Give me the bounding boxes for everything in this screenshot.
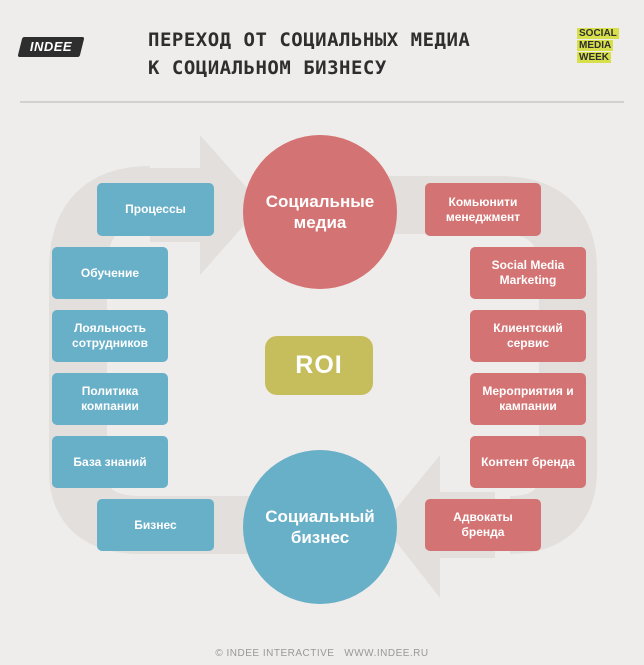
- left-item-business: Бизнес: [97, 499, 214, 551]
- left-item-label: Процессы: [125, 202, 186, 216]
- social-media-week-badge: SOCIAL MEDIA WEEK: [577, 28, 619, 64]
- social-business-label: Социальный бизнес: [265, 507, 375, 547]
- left-item-employee-loyalty: Лояльность сотрудников: [52, 310, 168, 362]
- badge-line-3: WEEK: [577, 52, 611, 63]
- right-item-social-media-marketing: Social Media Marketing: [470, 247, 586, 299]
- footer-credit: © INDEE INTERACTIVE WWW.INDEE.RU: [215, 648, 429, 659]
- left-item-company-policy: Политика компании: [52, 373, 168, 425]
- right-item-label: Мероприятия и кампании: [482, 384, 574, 413]
- right-item-community-management: Комьюнити менеджмент: [425, 183, 541, 236]
- badge-line-1: SOCIAL: [577, 28, 619, 39]
- right-item-label: Social Media Marketing: [491, 258, 565, 287]
- left-item-processes: Процессы: [97, 183, 214, 236]
- left-item-label: Обучение: [80, 265, 140, 280]
- right-item-label: Адвокаты бренда: [453, 510, 513, 539]
- right-item-label: Контент бренда: [481, 454, 575, 469]
- social-business-circle: Социальный бизнес: [243, 450, 397, 604]
- page-title: ПЕРЕХОД ОТ СОЦИАЛЬНЫХ МЕДИА К СОЦИАЛЬНОМ…: [148, 26, 470, 82]
- left-item-training: Обучение: [52, 247, 168, 299]
- left-item-label: База знаний: [73, 454, 147, 469]
- social-media-label: Социальные медиа: [265, 192, 375, 232]
- roi-badge: ROI: [265, 336, 373, 395]
- title-line-2: К СОЦИАЛЬНОМ БИЗНЕСУ: [148, 57, 387, 79]
- left-item-label: Бизнес: [134, 517, 177, 532]
- title-line-1: ПЕРЕХОД ОТ СОЦИАЛЬНЫХ МЕДИА: [148, 29, 471, 51]
- social-media-circle: Социальные медиа: [243, 135, 397, 289]
- header-divider: [20, 101, 624, 103]
- left-item-label: Политика компании: [81, 384, 139, 413]
- right-item-brand-content: Контент бренда: [470, 436, 586, 488]
- left-item-knowledge-base: База знаний: [52, 436, 168, 488]
- left-item-label: Лояльность сотрудников: [72, 321, 148, 350]
- right-item-events-campaigns: Мероприятия и кампании: [470, 373, 586, 425]
- right-item-label: Комьюнити менеджмент: [445, 194, 521, 224]
- badge-line-2: MEDIA: [577, 40, 614, 51]
- right-item-customer-service: Клиентский сервис: [470, 310, 586, 362]
- right-item-brand-advocates: Адвокаты бренда: [425, 499, 541, 551]
- roi-label: ROI: [295, 351, 343, 379]
- right-item-label: Клиентский сервис: [493, 321, 563, 350]
